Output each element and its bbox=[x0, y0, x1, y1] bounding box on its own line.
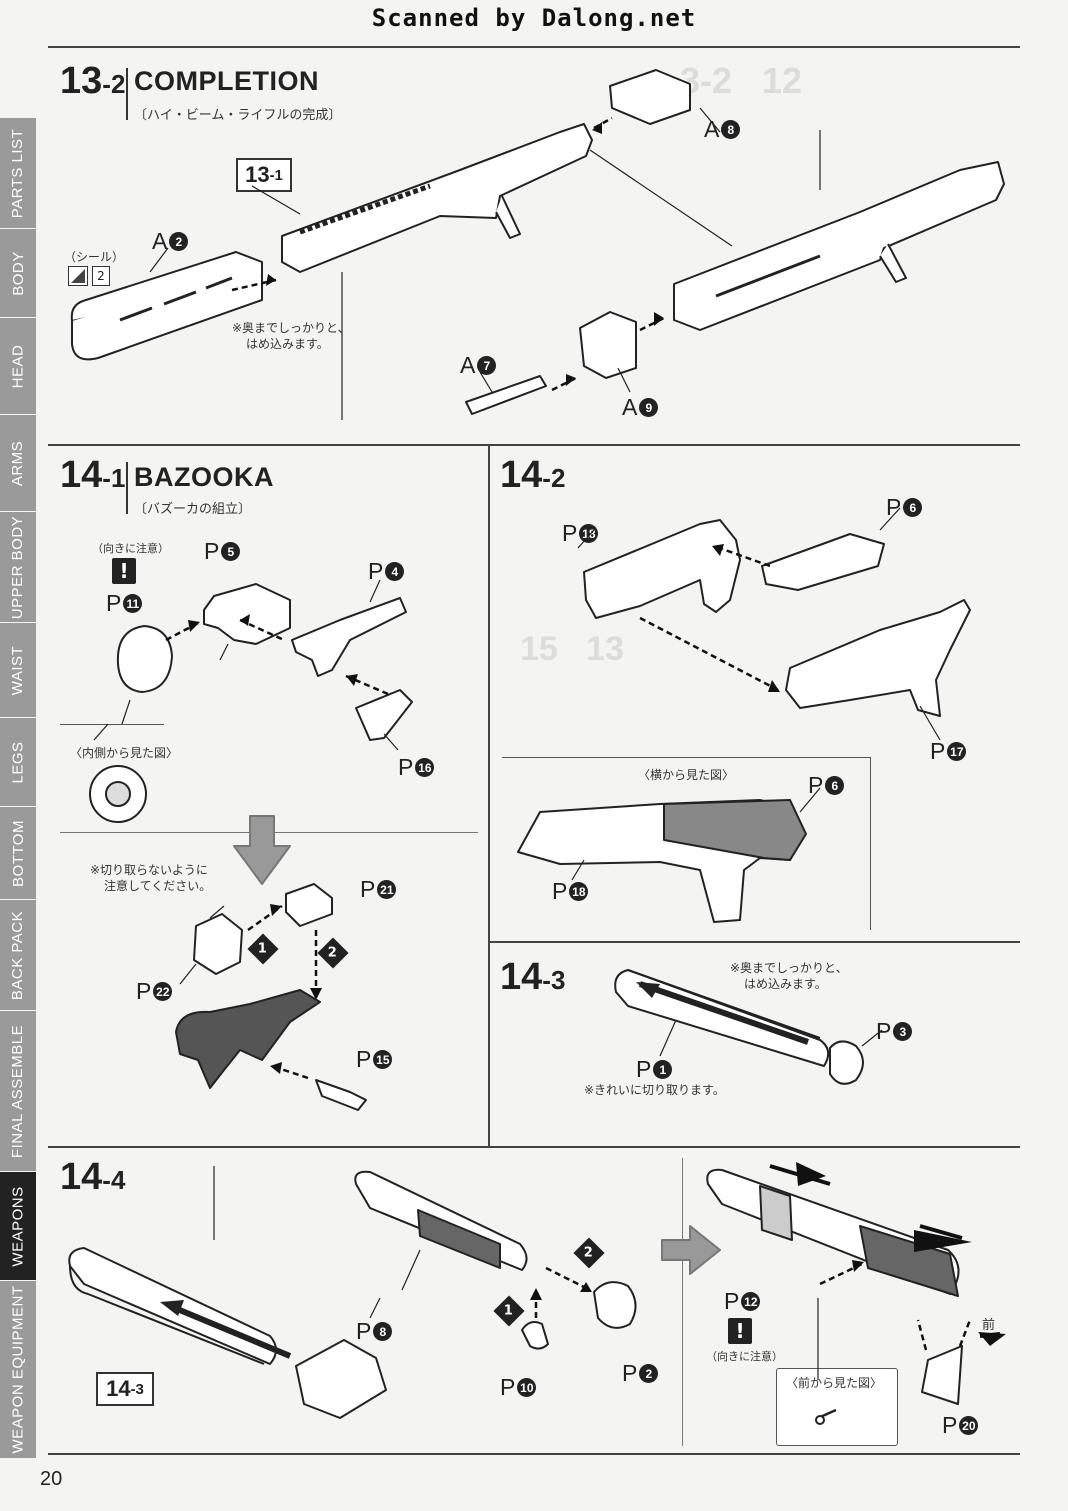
warning-icon: ! bbox=[728, 1318, 752, 1344]
note-cut-cleanly: ※きれいに切り取ります。 bbox=[584, 1083, 725, 1097]
step-number-14-1: 14-1 bbox=[60, 454, 126, 496]
tab-back-pack[interactable]: BACK PACK bbox=[0, 900, 36, 1011]
divider-row-1 bbox=[48, 444, 1020, 446]
tab-weapon-equipment[interactable]: WEAPON EQUIPMENT bbox=[0, 1281, 36, 1459]
step-subtitle: 〔バズーカの組立〕 bbox=[134, 502, 252, 517]
title-bar bbox=[126, 68, 128, 120]
page-frame bbox=[48, 46, 1020, 1455]
note-press-fit: ※奥までしっかりと、はめ込みます。 bbox=[232, 321, 350, 351]
seal-icon bbox=[68, 266, 88, 286]
orientation-note: （向きに注意） bbox=[706, 1350, 783, 1363]
divider-col bbox=[488, 444, 490, 1148]
step-title-completion: COMPLETION bbox=[134, 66, 319, 96]
divider-row-2 bbox=[48, 1146, 1020, 1148]
seal-label: （シール） bbox=[64, 250, 125, 264]
tab-weapons[interactable]: WEAPONS bbox=[0, 1172, 36, 1281]
seal-number: 2 bbox=[92, 266, 110, 286]
step-number-14-4: 14-4 bbox=[60, 1156, 126, 1198]
note-do-not-cut: ※切り取らないように注意してください。 bbox=[90, 863, 212, 893]
tab-parts-list[interactable]: PARTS LIST bbox=[0, 118, 36, 229]
show-through-text: 3-2 12 bbox=[680, 60, 803, 101]
front-view-inset bbox=[776, 1368, 898, 1446]
title-bar bbox=[126, 462, 128, 514]
tab-bottom[interactable]: BOTTOM bbox=[0, 807, 36, 900]
divider-14-4-inner bbox=[682, 1158, 683, 1446]
divider-14-2-3 bbox=[488, 941, 1020, 943]
ref-box-14-3: 14-3 bbox=[96, 1372, 154, 1406]
inset-line bbox=[60, 724, 164, 726]
front-direction-label: 前 bbox=[982, 1318, 996, 1333]
side-view-caption: 〈横から見た図〉 bbox=[638, 768, 735, 782]
tab-upper-body[interactable]: UPPER BODY bbox=[0, 512, 36, 623]
step-subtitle: 〔ハイ・ビーム・ライフルの完成〕 bbox=[134, 108, 342, 123]
step-number-14-2: 14-2 bbox=[500, 454, 566, 496]
orientation-note: （向きに注意） bbox=[92, 542, 169, 555]
page-number: 20 bbox=[40, 1468, 63, 1490]
tab-waist[interactable]: WAIST bbox=[0, 623, 36, 718]
section-tabs: PARTS LIST BODY HEAD ARMS UPPER BODY WAI… bbox=[0, 118, 36, 1459]
note-press-fit: ※奥までしっかりと、はめ込みます。 bbox=[730, 961, 848, 991]
tab-head[interactable]: HEAD bbox=[0, 318, 36, 415]
tab-legs[interactable]: LEGS bbox=[0, 718, 36, 807]
side-view-inset bbox=[502, 757, 871, 930]
warning-icon: ! bbox=[112, 558, 136, 584]
tab-arms[interactable]: ARMS bbox=[0, 415, 36, 512]
inner-view-caption: 〈内側から見た図〉 bbox=[70, 746, 179, 760]
scan-credit: Scanned by Dalong.net bbox=[371, 4, 697, 32]
tab-body[interactable]: BODY bbox=[0, 229, 36, 318]
step-title-bazooka: BAZOOKA bbox=[134, 462, 274, 492]
step-number-13-2: 13-2 bbox=[60, 60, 126, 102]
ref-box-13-1: 13-1 bbox=[236, 158, 292, 192]
front-view-caption: 〈前から見た図〉 bbox=[786, 1376, 883, 1390]
step-number-14-3: 14-3 bbox=[500, 956, 566, 998]
tab-final-assemble[interactable]: FINAL ASSEMBLE bbox=[0, 1011, 36, 1172]
show-through-text: 15 13 bbox=[520, 630, 624, 668]
